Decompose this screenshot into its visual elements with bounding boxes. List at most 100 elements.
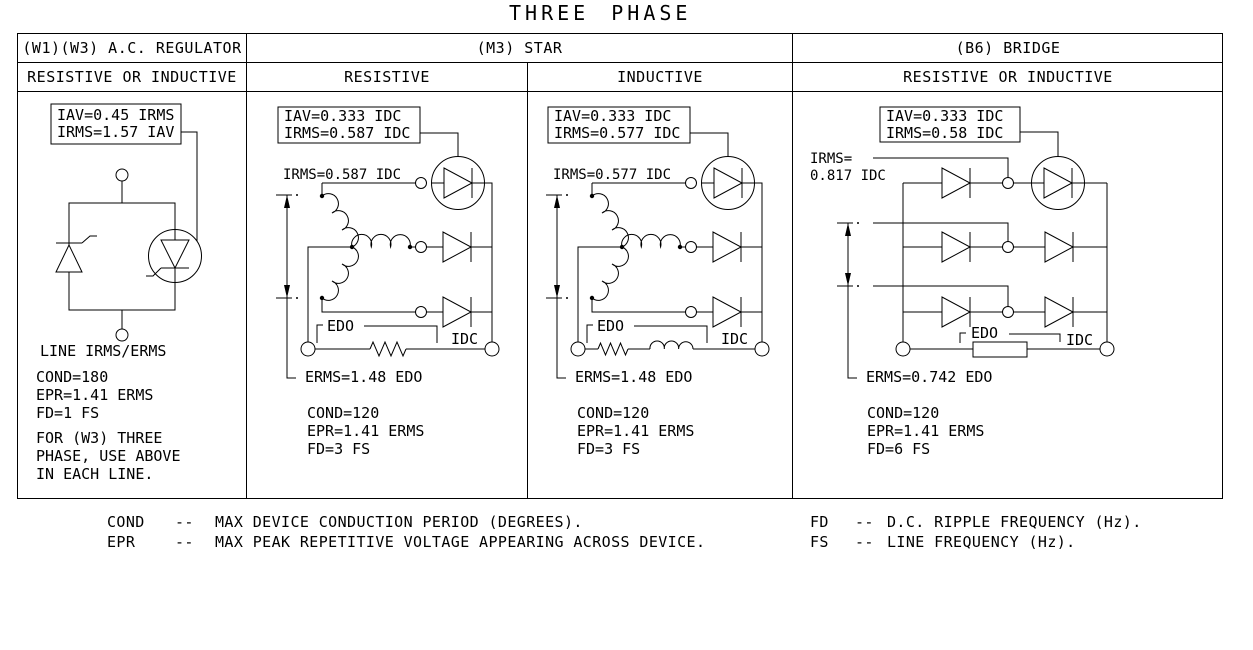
fd-value: FD=6 FS <box>867 440 930 458</box>
terminal <box>1002 241 1014 253</box>
footnote-term: FD <box>810 513 829 531</box>
irms-label: IRMS=0.577 IDC <box>553 167 671 183</box>
note-line-3: IN EACH LINE. <box>36 465 153 483</box>
page-title: THREE PHASE <box>509 1 692 25</box>
table-col-divider-1 <box>246 34 247 498</box>
terminal <box>570 341 586 357</box>
idc-label: IDC <box>1066 331 1093 349</box>
note-line-2: PHASE, USE ABOVE <box>36 447 181 465</box>
header-b6-bridge: (B6) BRIDGE <box>955 39 1061 57</box>
formula-box <box>50 103 182 145</box>
resistor-symbol <box>369 340 407 358</box>
table-col-divider-2 <box>527 62 528 498</box>
table-row-divider-2 <box>18 91 1222 92</box>
epr-value: EPR=1.41 ERMS <box>36 386 153 404</box>
footnote-dash: -- <box>175 533 194 551</box>
terminal <box>115 168 129 182</box>
inductor-symbol <box>649 340 694 350</box>
terminal <box>1002 177 1014 189</box>
diode-symbol-circled <box>1031 156 1085 210</box>
note-line-1: FOR (W3) THREE <box>36 429 162 447</box>
wye-winding <box>591 193 681 301</box>
formula-box <box>277 106 421 144</box>
scr-symbol-circled <box>146 229 202 283</box>
edo-bracket <box>586 324 708 343</box>
erms-value: ERMS=1.48 EDO <box>305 368 422 386</box>
edo-label: EDO <box>327 317 354 335</box>
cond-value: COND=120 <box>577 404 649 422</box>
formula-line-2: IRMS=0.587 IDC <box>284 124 410 142</box>
footnote-term: FS <box>810 533 829 551</box>
diode-symbol-circled <box>431 156 485 210</box>
subheader-bridge-load: RESISTIVE OR INDUCTIVE <box>903 68 1113 86</box>
formula-line-2: IRMS=0.577 IDC <box>554 124 680 142</box>
terminal <box>685 177 697 189</box>
epr-value: EPR=1.41 ERMS <box>307 422 424 440</box>
formula-line-1: IAV=0.45 IRMS <box>57 106 174 124</box>
table-col-divider-3 <box>792 34 793 498</box>
terminal <box>415 241 427 253</box>
fd-value: FD=1 FS <box>36 404 99 422</box>
erms-dimension-arrow <box>546 194 568 379</box>
irms-label-line-2: 0.817 IDC <box>810 168 886 184</box>
edo-bracket <box>959 332 1061 343</box>
footnote-definition: MAX PEAK REPETITIVE VOLTAGE APPEARING AC… <box>215 533 706 551</box>
star-resistive-circuit: IAV=0.333 IDC IRMS=0.587 IDC IRMS=0.587 … <box>276 106 500 458</box>
star-inductive-circuit: IAV=0.333 IDC IRMS=0.577 IDC IRMS=0.577 … <box>546 106 770 458</box>
footnote-definition: MAX DEVICE CONDUCTION PERIOD (DEGREES). <box>215 513 583 531</box>
footnote-epr: EPR -- MAX PEAK REPETITIVE VOLTAGE APPEA… <box>107 533 705 551</box>
cond-value: COND=120 <box>867 404 939 422</box>
terminal <box>1002 306 1014 318</box>
fd-value: FD=3 FS <box>307 440 370 458</box>
formula-line-2: IRMS=1.57 IAV <box>57 123 174 141</box>
diode-symbol-circled <box>701 156 755 210</box>
footnote-fs: FS -- LINE FREQUENCY (Hz). <box>810 533 1076 551</box>
resistor-symbol <box>597 341 629 357</box>
epr-value: EPR=1.41 ERMS <box>867 422 984 440</box>
terminal <box>300 341 316 357</box>
diode-symbols <box>941 167 1075 328</box>
diode-symbols <box>712 231 743 328</box>
footnote-fd: FD -- D.C. RIPPLE FREQUENCY (Hz). <box>810 513 1142 531</box>
line-label: LINE IRMS/ERMS <box>40 342 166 360</box>
wye-winding <box>321 193 411 301</box>
terminal <box>415 177 427 189</box>
footnote-dash: -- <box>175 513 194 531</box>
terminal <box>115 328 129 342</box>
table-grid <box>17 33 1223 499</box>
terminal <box>1099 341 1115 357</box>
terminal <box>685 241 697 253</box>
footnote-term: COND <box>107 513 145 531</box>
formula-line-2: IRMS=0.58 IDC <box>886 124 1003 142</box>
erms-dimension-arrow <box>837 222 859 379</box>
epr-value: EPR=1.41 ERMS <box>577 422 694 440</box>
cond-value: COND=180 <box>36 368 108 386</box>
erms-value: ERMS=0.742 EDO <box>866 368 992 386</box>
subheader-star-inductive: INDUCTIVE <box>617 68 703 86</box>
footnote-dash: -- <box>855 533 874 551</box>
load-box-symbol <box>972 341 1028 358</box>
header-ac-regulator: (W1)(W3) A.C. REGULATOR <box>22 39 242 57</box>
fd-value: FD=3 FS <box>577 440 640 458</box>
irms-label: IRMS=0.587 IDC <box>283 167 401 183</box>
cond-value: COND=120 <box>307 404 379 422</box>
bridge-circuit: IAV=0.333 IDC IRMS=0.58 IDC IRMS= 0.817 … <box>810 106 1115 458</box>
terminal <box>685 306 697 318</box>
formula-box <box>547 106 691 144</box>
subheader-star-resistive: RESISTIVE <box>344 68 430 86</box>
terminal <box>484 341 500 357</box>
terminal <box>754 341 770 357</box>
diode-symbols <box>442 231 473 328</box>
erms-value: ERMS=1.48 EDO <box>575 368 692 386</box>
idc-label: IDC <box>451 330 478 348</box>
formula-line-1: IAV=0.333 IDC <box>284 107 401 125</box>
table-row-divider-1 <box>18 62 1222 63</box>
subheader-regulator-load: RESISTIVE OR INDUCTIVE <box>27 68 237 86</box>
header-m3-star: (M3) STAR <box>476 39 563 57</box>
formula-line-1: IAV=0.333 IDC <box>886 107 1003 125</box>
terminal <box>895 341 911 357</box>
formula-box <box>879 106 1021 143</box>
footnote-definition: D.C. RIPPLE FREQUENCY (Hz). <box>887 513 1142 531</box>
edo-bracket <box>316 324 438 343</box>
